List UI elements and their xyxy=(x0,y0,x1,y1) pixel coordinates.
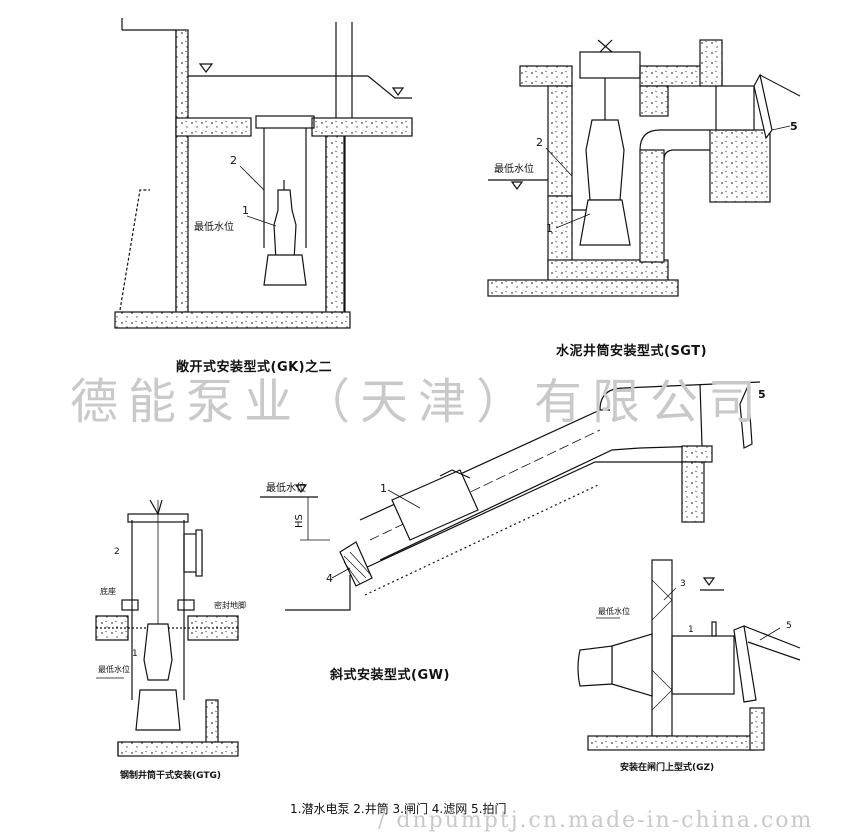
gtg-seal-label: 密封地脚 xyxy=(214,600,246,610)
gk-callout-2: 2 xyxy=(230,154,237,167)
gw-min-water-label: 最低水位 xyxy=(266,481,306,494)
gz-min-water-label: 最低水位 xyxy=(598,606,630,616)
sgt-callout-2: 2 xyxy=(536,136,543,149)
gk-caption: 敞开式安装型式(GK)之二 xyxy=(176,360,333,375)
gz-callout-5: 5 xyxy=(786,621,792,631)
sgt-callout-1: 1 xyxy=(546,222,553,235)
url-watermark: / dnpumptj.cn.made-in-china.com xyxy=(378,808,814,833)
sgt-diagram xyxy=(487,39,801,297)
gtg-min-water-label: 最低水位 xyxy=(98,664,130,674)
gtg-callout-2: 2 xyxy=(114,547,120,557)
gw-caption: 斜式安装型式(GW) xyxy=(330,668,450,683)
gtg-caption: 钢制井筒干式安装(GTG) xyxy=(120,771,221,781)
gw-diagram xyxy=(260,381,761,611)
sgt-callout-5: 5 xyxy=(790,120,798,133)
gk-diagram xyxy=(114,18,413,329)
gw-callout-5: 5 xyxy=(758,388,766,401)
gw-callout-4: 4 xyxy=(326,572,333,585)
sgt-caption: 水泥井筒安装型式(SGT) xyxy=(556,344,708,359)
gk-min-water-label: 最低水位 xyxy=(194,220,234,233)
gz-callout-1: 1 xyxy=(688,625,694,635)
sgt-min-water-label: 最低水位 xyxy=(494,162,534,175)
gtg-callout-1: 1 xyxy=(132,649,138,659)
gtg-diagram xyxy=(95,499,239,757)
gtg-base-label: 底座 xyxy=(100,586,116,596)
gw-callout-1: 1 xyxy=(380,482,387,495)
gw-hs-label: HS xyxy=(294,514,305,528)
gz-diagram xyxy=(577,559,801,751)
gk-callout-1: 1 xyxy=(242,204,249,217)
legend: 1.潜水电泵 2.井筒 3.闸门 4.滤网 5.拍门 xyxy=(290,802,507,816)
company-watermark: 德能泵业（天津）有限公司 xyxy=(70,374,767,430)
gz-callout-3: 3 xyxy=(680,579,686,589)
gz-caption: 安装在闸门上型式(GZ) xyxy=(620,763,715,773)
